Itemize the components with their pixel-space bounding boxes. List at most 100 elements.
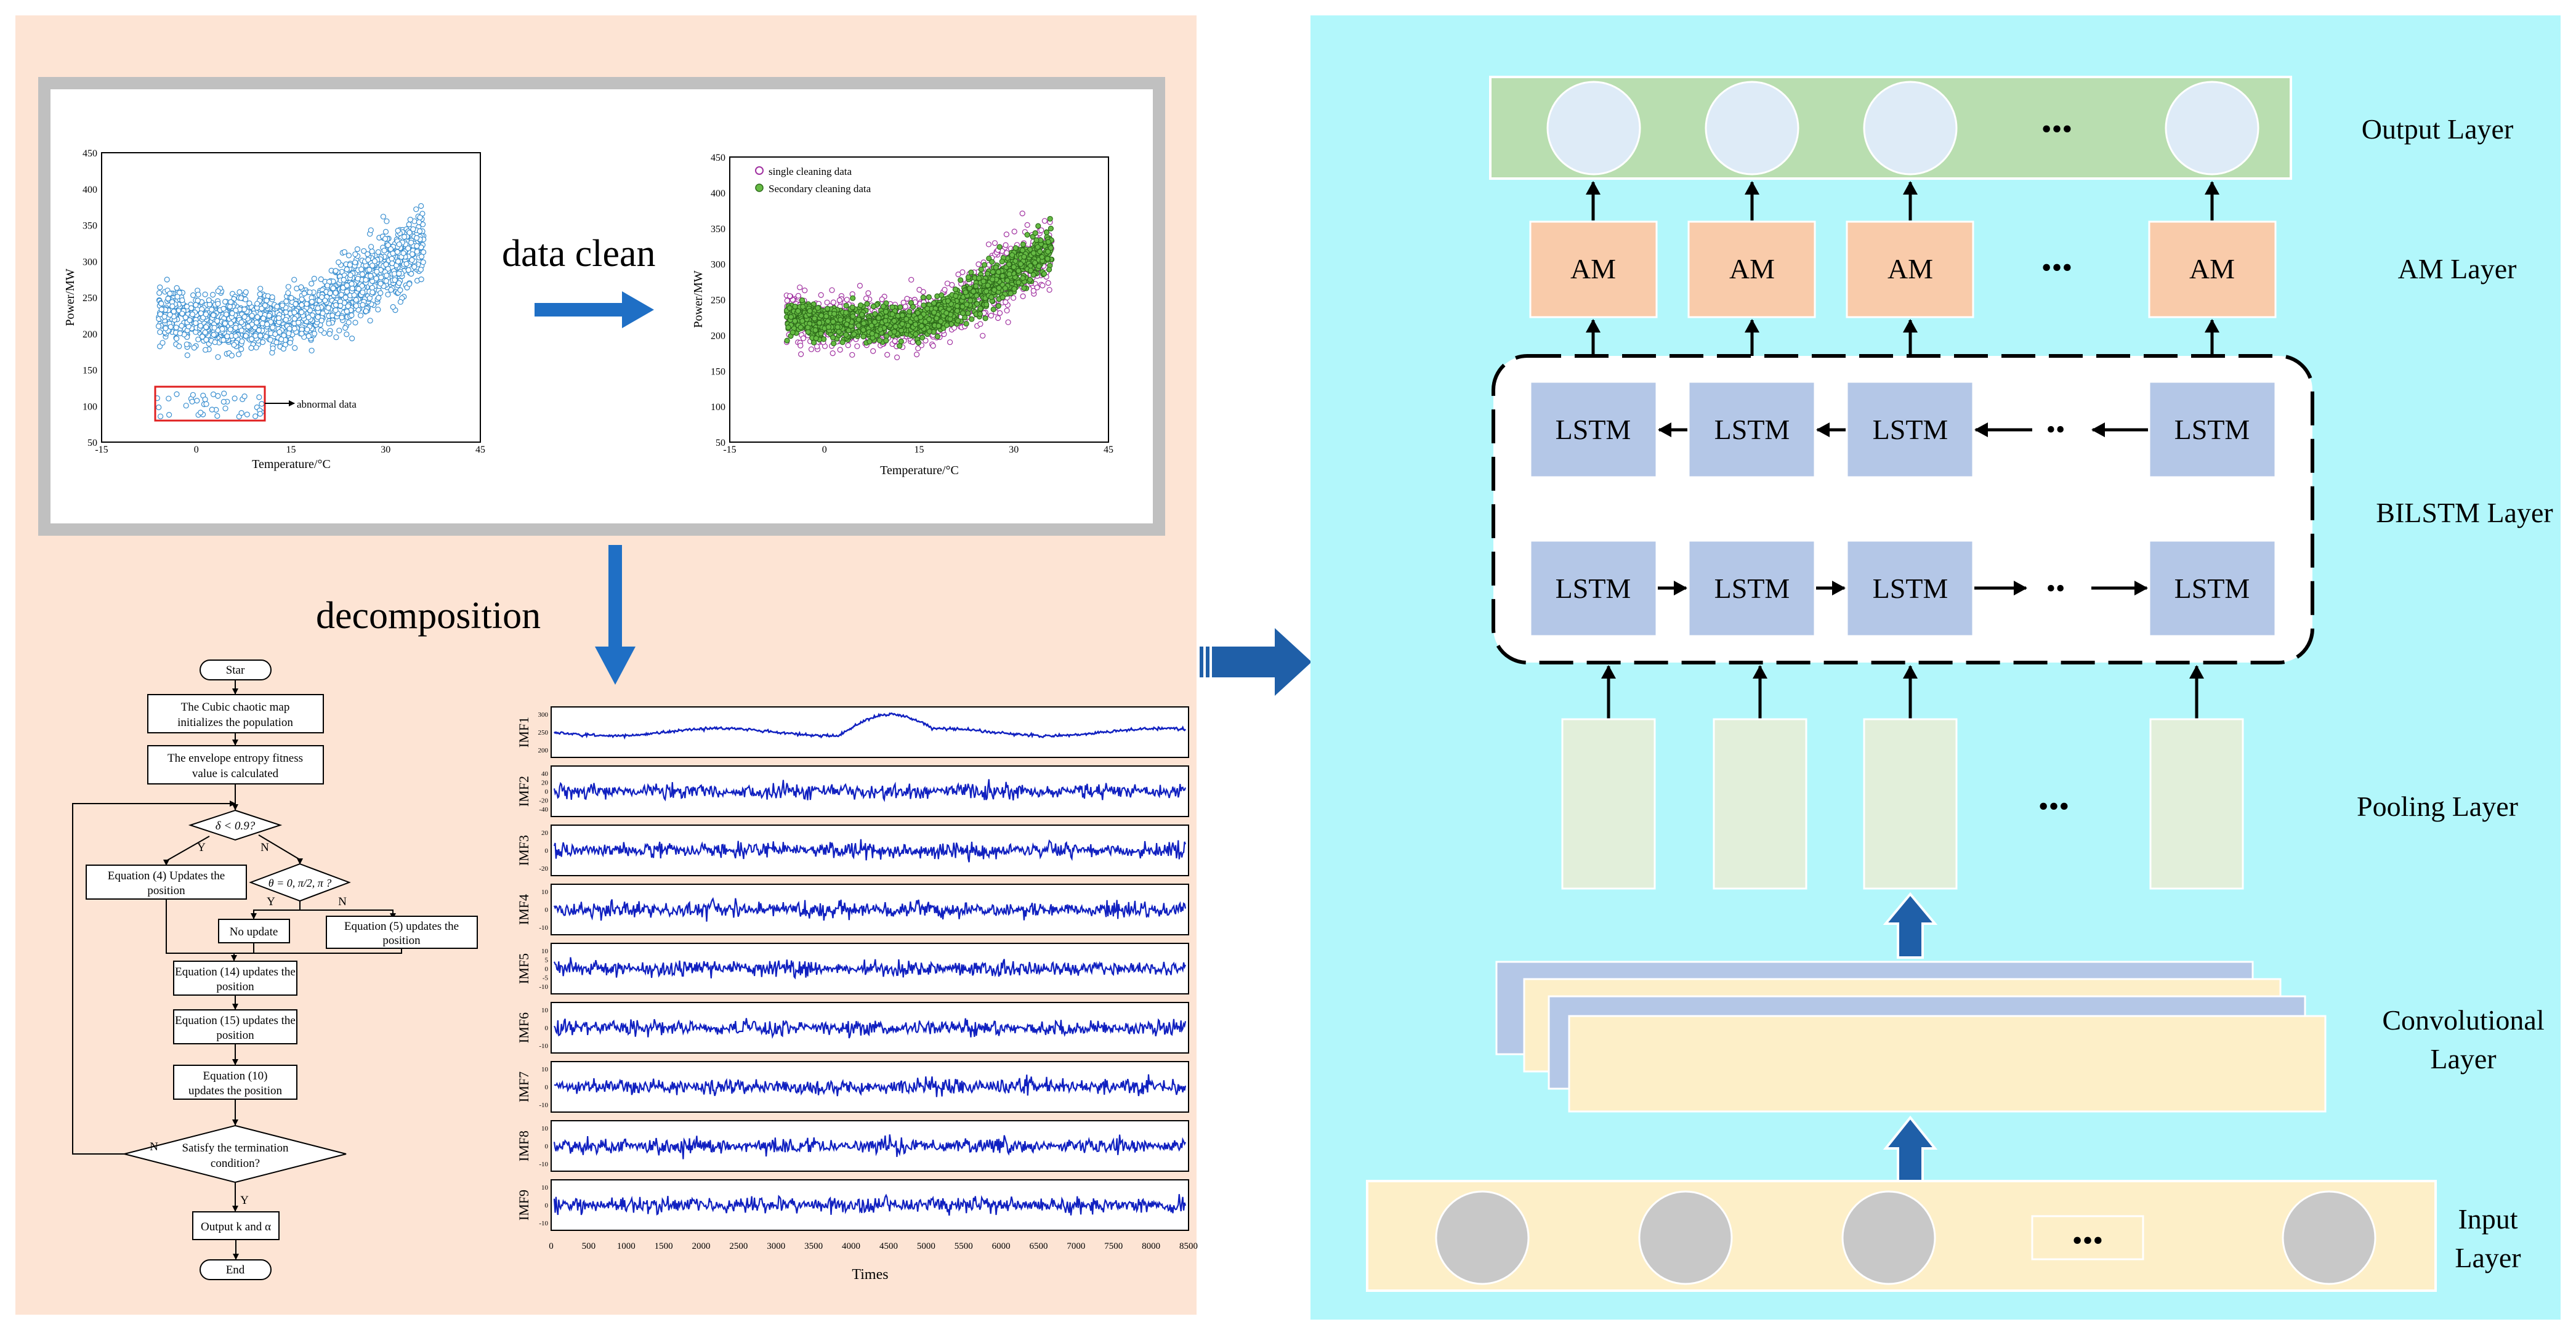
fc-cond2-text: θ = 0, π/2, π ? xyxy=(269,877,332,889)
fc-eq10-line2: updates the position xyxy=(188,1084,282,1097)
imf-x-tick: 8000 xyxy=(1142,1241,1160,1251)
scatter-point xyxy=(157,329,163,336)
scatter-point xyxy=(991,240,998,246)
scatter-point xyxy=(830,350,836,357)
scatter-point xyxy=(982,315,988,321)
scatter-point xyxy=(910,304,916,310)
scatter-point xyxy=(193,302,199,308)
scatter-point xyxy=(894,354,900,361)
scatter-point xyxy=(788,313,794,320)
output-ellipsis: ••• xyxy=(2041,113,2072,145)
scatter-point xyxy=(889,311,895,317)
scatter-point xyxy=(974,301,980,307)
scatter-point xyxy=(413,235,420,241)
scatter-point xyxy=(977,311,983,317)
raw-xlabel: Temperature/°C xyxy=(252,458,331,471)
scatter-point xyxy=(336,328,342,334)
fc-eq5-line1: Equation (5) updates the xyxy=(344,920,459,933)
scatter-point xyxy=(795,292,801,299)
scatter-point xyxy=(843,302,849,309)
scatter-point xyxy=(304,326,310,333)
tick-label: -15 xyxy=(723,445,736,455)
scatter-point xyxy=(1033,237,1040,243)
scatter-point xyxy=(389,260,395,267)
scatter-point xyxy=(369,262,376,268)
scatter-point xyxy=(981,262,988,268)
fc-output-text: Output k and α xyxy=(201,1220,271,1233)
scatter-point xyxy=(236,351,242,358)
scatter-point xyxy=(926,294,932,300)
scatter-point xyxy=(301,291,307,297)
scatter-point xyxy=(243,333,249,339)
imf-tick: 10 xyxy=(541,889,549,896)
scatter-point xyxy=(985,241,992,248)
scatter-point xyxy=(849,304,855,310)
scatter-point xyxy=(949,282,955,288)
scatter-point xyxy=(789,329,796,336)
scatter-point xyxy=(254,320,260,326)
scatter-point xyxy=(184,341,190,347)
imf-tick: 0 xyxy=(545,1143,549,1150)
fc-step2-line2: value is calculated xyxy=(192,767,279,780)
scatter-point xyxy=(222,405,228,411)
scatter-point xyxy=(326,320,332,326)
scatter-point xyxy=(1044,256,1051,262)
scatter-point xyxy=(336,259,342,265)
scatter-point xyxy=(210,292,216,298)
scatter-point xyxy=(203,311,209,317)
scatter-point xyxy=(1011,286,1017,292)
fc-eq14-line1: Equation (14) updates the xyxy=(175,966,296,978)
scatter-point xyxy=(245,323,251,330)
pool-box xyxy=(1863,718,1958,890)
imf-label: IMF1 xyxy=(516,717,531,748)
scatter-point xyxy=(830,318,836,325)
imf-tick: 20 xyxy=(541,780,549,787)
lstm-box-label: LSTM xyxy=(1714,414,1790,445)
scatter-point xyxy=(1036,263,1042,269)
scatter-point xyxy=(808,346,815,352)
lstm-ellipsis: •• xyxy=(2046,573,2065,603)
scatter-point xyxy=(238,327,244,334)
arrow-stripe xyxy=(1200,647,1203,677)
scatter-point xyxy=(189,398,195,405)
scatter-point xyxy=(344,309,350,315)
scatter-point xyxy=(296,320,302,326)
fc-eq14-line2: position xyxy=(216,980,254,993)
scatter-point xyxy=(257,333,264,339)
scatter-point xyxy=(183,403,189,409)
scatter-point xyxy=(358,266,365,272)
scatter-point xyxy=(985,282,991,289)
scatter-point xyxy=(203,401,209,407)
scatter-point xyxy=(964,301,970,307)
scatter-point xyxy=(1021,254,1027,260)
imf-label: IMF8 xyxy=(516,1131,531,1161)
scatter-point xyxy=(411,264,418,270)
scatter-point xyxy=(996,310,1003,316)
legend-single-label: single cleaning data xyxy=(769,166,852,177)
scatter-point xyxy=(882,309,889,315)
scatter-point xyxy=(916,286,923,293)
tick-label: 300 xyxy=(83,257,97,267)
scatter-point xyxy=(219,326,225,332)
scatter-point xyxy=(291,276,297,283)
scatter-point xyxy=(366,267,373,273)
scatter-point xyxy=(238,409,244,416)
scatter-point xyxy=(155,323,162,329)
scatter-point xyxy=(967,297,974,304)
scatter-point xyxy=(837,347,843,353)
imf-label: IMF9 xyxy=(516,1190,531,1220)
scatter-point xyxy=(1011,228,1017,235)
scatter-point xyxy=(228,299,234,305)
scatter-point xyxy=(269,294,275,300)
scatter-point xyxy=(368,273,374,279)
scatter-point xyxy=(1021,285,1027,291)
conv-layer-label-2: Layer xyxy=(2430,1043,2496,1075)
scatter-point xyxy=(339,314,345,321)
scatter-point xyxy=(179,323,185,329)
scatter-point xyxy=(844,321,850,328)
scatter-point xyxy=(267,337,273,343)
scatter-point xyxy=(891,318,897,324)
scatter-point xyxy=(292,345,298,351)
output-node xyxy=(1705,81,1799,175)
scatter-point xyxy=(277,329,283,335)
